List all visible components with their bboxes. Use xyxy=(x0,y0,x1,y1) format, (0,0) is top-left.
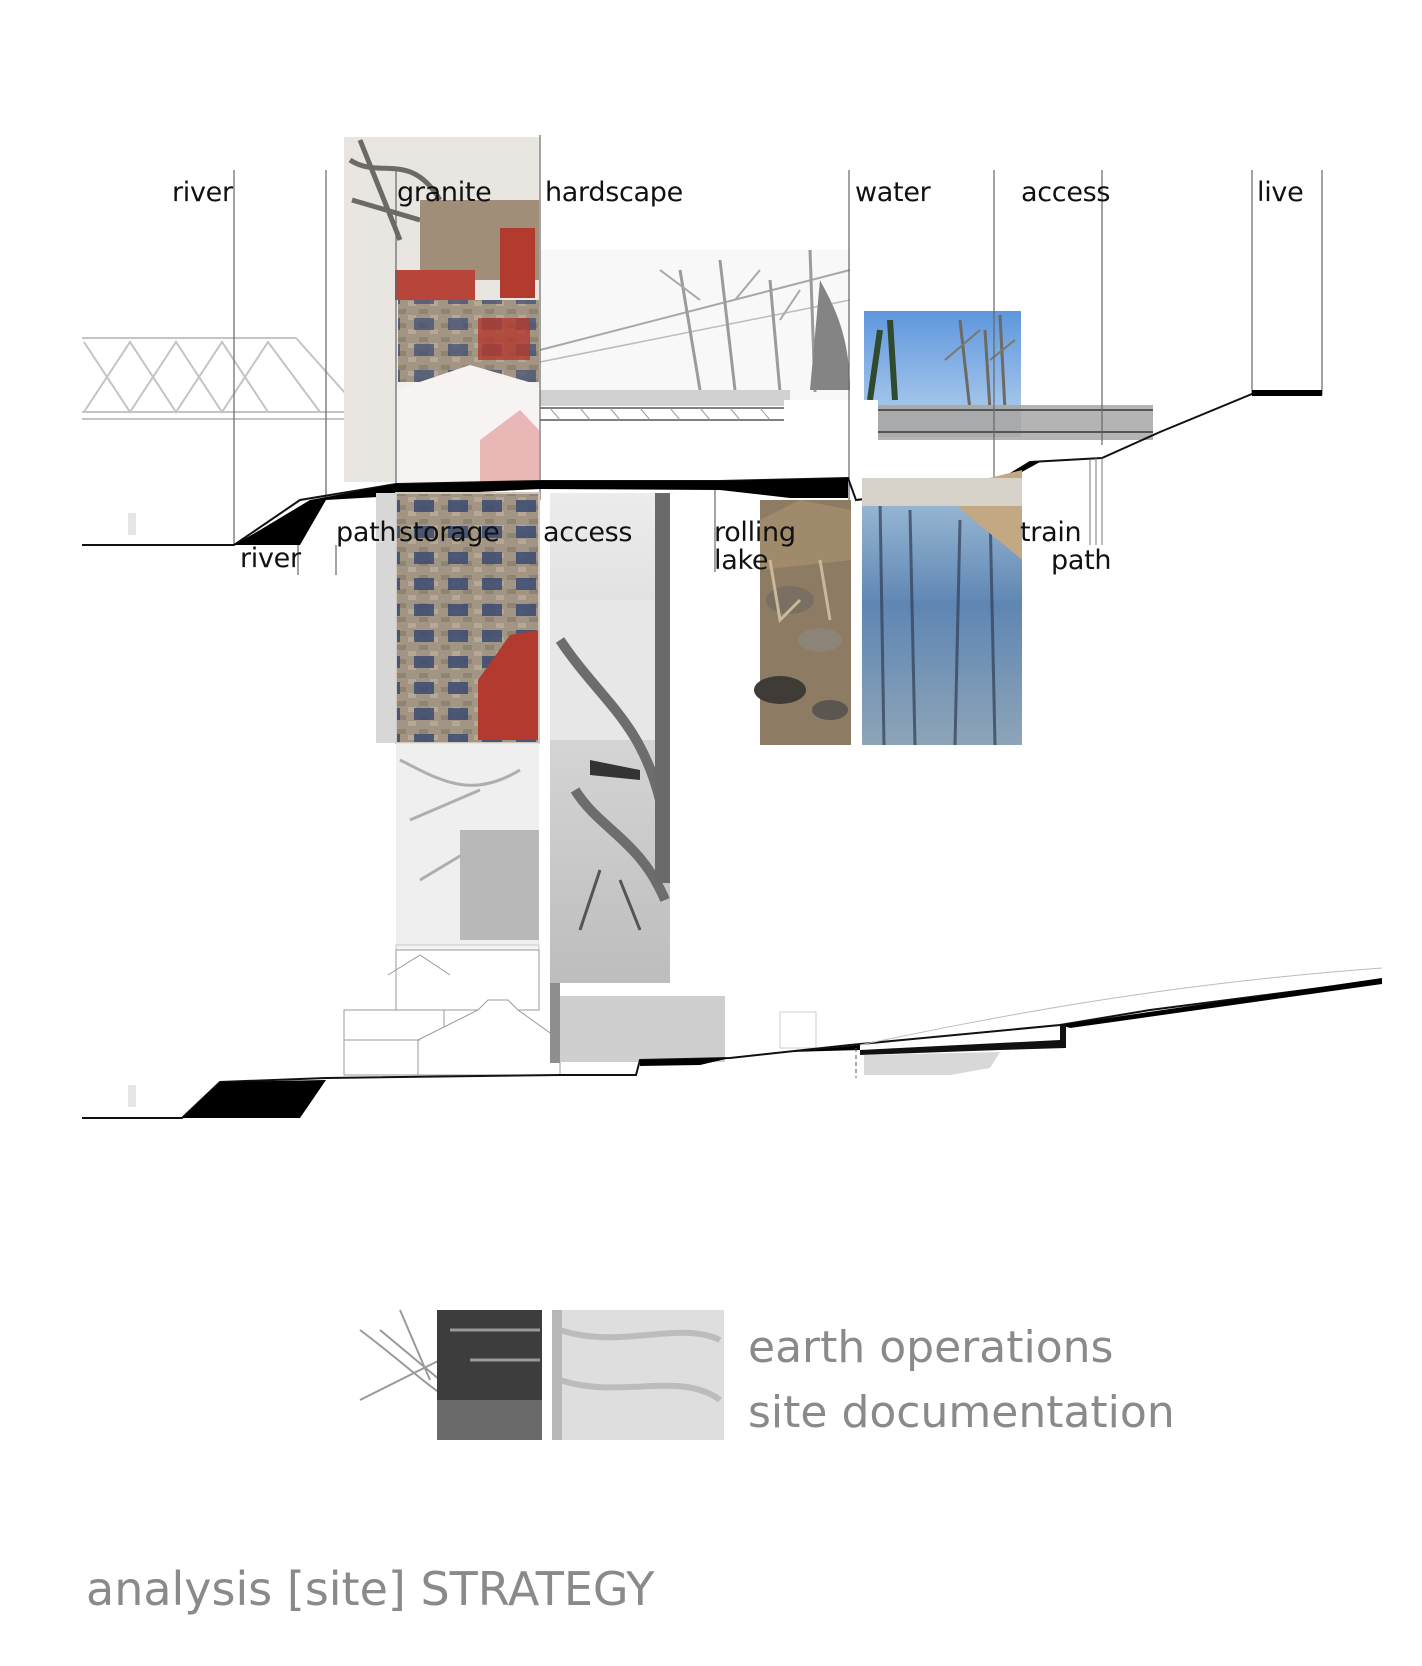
gate-outline xyxy=(779,1011,817,1049)
label-storage: storage xyxy=(399,517,500,548)
field-photo-lower xyxy=(560,996,725,1062)
page-title: analysis [site] STRATEGY xyxy=(86,1562,655,1616)
legend-line-2: site documentation xyxy=(748,1387,1175,1438)
label-granite: granite xyxy=(397,177,492,208)
building-photo-upper xyxy=(344,137,539,482)
label-rolling: rolling xyxy=(714,517,796,548)
label-access-top: access xyxy=(1021,177,1111,208)
tree-photo-upper xyxy=(539,249,851,421)
building-elevation-lower xyxy=(343,949,561,1076)
label-hardscape: hardscape xyxy=(545,177,683,208)
label-river-bottom: river xyxy=(240,543,301,574)
legend-line-1: earth operations xyxy=(748,1322,1114,1373)
label-path-right: path xyxy=(1051,545,1112,576)
hardscape-fill xyxy=(540,430,784,480)
ground-profile-lower xyxy=(82,967,1383,1119)
water-photo xyxy=(862,470,1022,746)
building-photo-middle xyxy=(376,492,540,744)
label-river-top: river xyxy=(172,177,233,208)
section-markers-lower xyxy=(297,490,716,575)
retaining-block xyxy=(784,400,878,480)
rock-bank-photo xyxy=(754,500,851,745)
label-train: train xyxy=(1020,517,1082,548)
label-access-bottom: access xyxy=(543,517,633,548)
label-lake: lake xyxy=(714,545,769,576)
fence-posts xyxy=(1089,458,1103,545)
label-path: path xyxy=(336,517,397,548)
access-photo-strip xyxy=(550,493,670,983)
road-railing xyxy=(878,405,1153,440)
field-photo-edge xyxy=(550,983,560,1063)
label-live: live xyxy=(1257,177,1304,208)
label-water: water xyxy=(855,177,931,208)
bridge-truss xyxy=(82,337,390,420)
ground-profile-upper xyxy=(82,390,1322,546)
section-markers-upper xyxy=(233,135,1323,545)
legend-thumbnails xyxy=(350,1309,724,1440)
